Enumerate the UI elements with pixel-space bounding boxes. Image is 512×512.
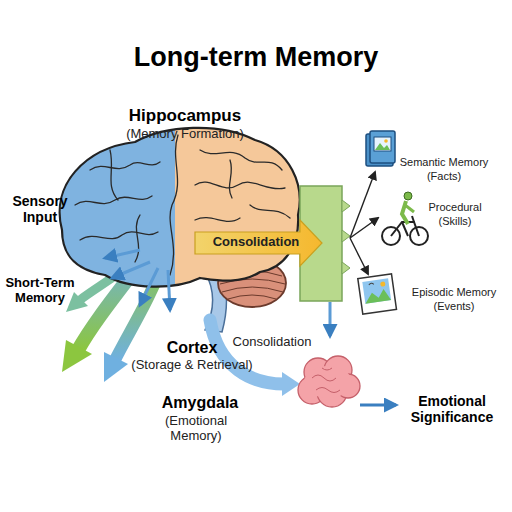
diagram-title: Long-term Memory [56, 42, 456, 73]
stage-label: Short-Term Memory [0, 276, 80, 306]
photo-icon [358, 274, 397, 314]
amygdala-icon [298, 356, 360, 407]
fan-out-lines [350, 172, 378, 274]
part-name: Hippocampus [105, 106, 265, 126]
part-description: (Emotional Memory) [150, 414, 242, 444]
part-description: (Storage & Retrieval) [107, 358, 277, 373]
outcome-label: Emotional Significance [396, 393, 508, 425]
consolidation-arrow [195, 220, 322, 266]
book-icon [366, 131, 395, 166]
memory-description: (Events) [399, 300, 509, 313]
part-description: (Memory Formation) [100, 127, 270, 142]
brain [40, 110, 315, 310]
part-name: Cortex [127, 339, 257, 357]
arrow-label: Consolidation [196, 235, 316, 250]
down-arrow [329, 302, 332, 336]
memory-description: (Facts) [388, 170, 500, 183]
memory-type: Episodic Memory [399, 286, 509, 299]
cyclist-icon [382, 192, 428, 245]
memory-description: (Skills) [410, 215, 500, 228]
memory-type: Semantic Memory [388, 156, 500, 169]
significance-arrow [360, 404, 396, 407]
signal-arrows [105, 250, 170, 310]
memory-type: Procedural [410, 201, 500, 214]
part-name: Amygdala [135, 394, 265, 412]
input-label: Sensory Input [3, 193, 77, 225]
arrow-label: Consolidation [217, 335, 327, 350]
